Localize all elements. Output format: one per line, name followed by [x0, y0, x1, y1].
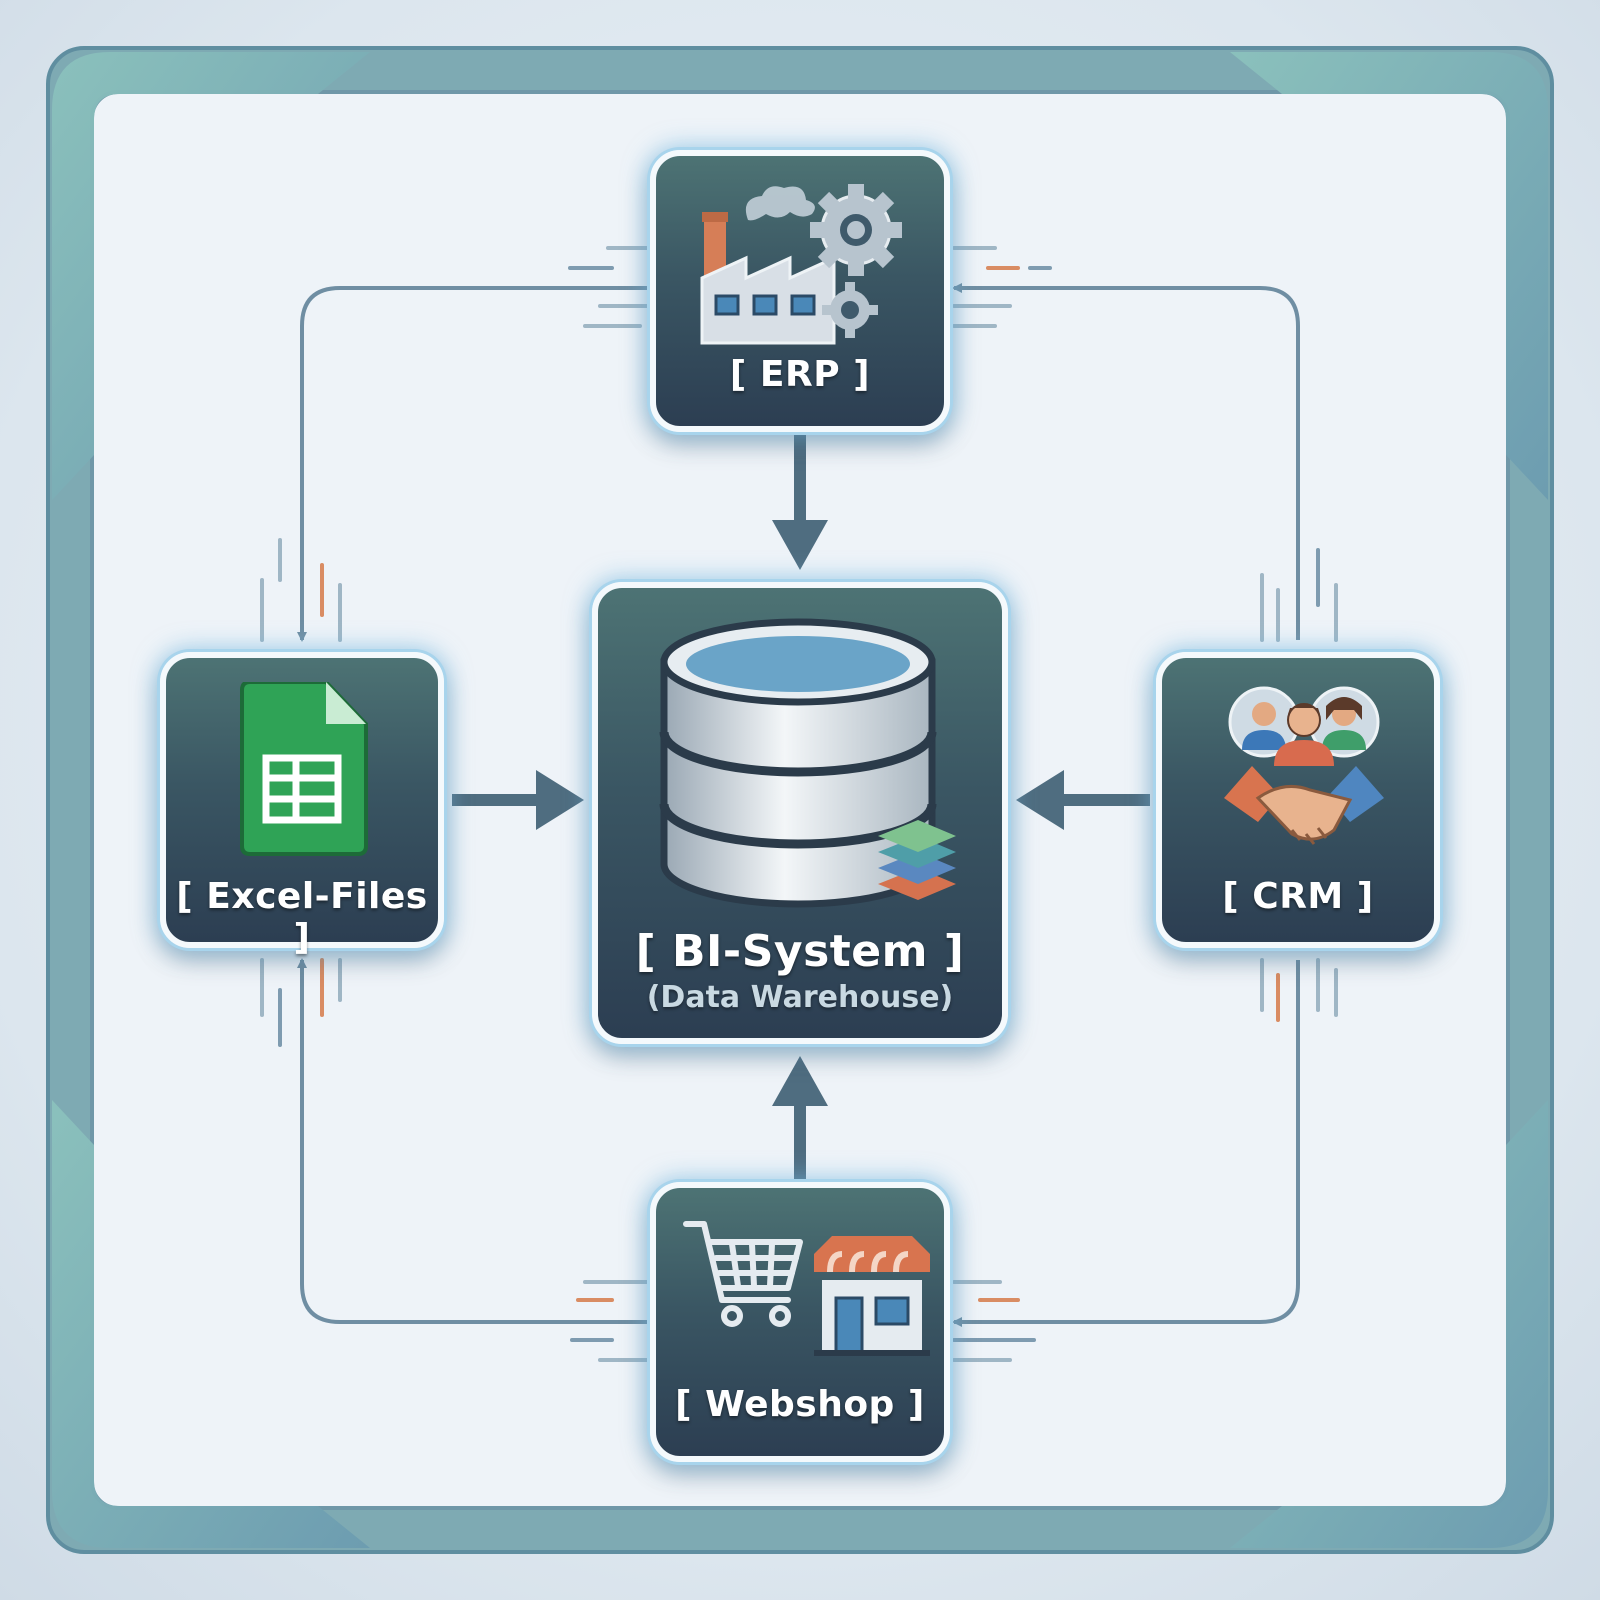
connector-erp-to-excel [297, 286, 648, 642]
shopping-cart-icon [683, 1221, 803, 1327]
arrow-webshop-to-bi [772, 1056, 828, 1184]
node-crm[interactable]: [ CRM ] [1156, 652, 1440, 948]
node-excel-label: [ Excel-Files ] [176, 876, 428, 958]
main-arrows [452, 434, 1150, 1184]
connector-crm-to-erp [952, 283, 1300, 640]
node-erp[interactable]: [ ERP ] [650, 150, 950, 432]
arrow-excel-to-bi [452, 770, 584, 830]
storefront-icon [814, 1236, 930, 1356]
connector-webshop-to-excel [297, 958, 648, 1324]
node-excel-files[interactable]: [ Excel-Files ] [160, 652, 444, 958]
cart-storefront-icon [683, 1221, 930, 1356]
factory-gears-icon [700, 184, 902, 345]
node-erp-label: [ ERP ] [729, 354, 871, 395]
node-bi-sublabel: (Data Warehouse) [646, 980, 954, 1015]
motion-lines [260, 246, 1338, 1362]
arrow-crm-to-bi [1016, 770, 1150, 830]
node-bi-label: [ BI-System ] [635, 926, 965, 977]
arrow-erp-to-bi [772, 434, 828, 570]
handshake-people-icon [1224, 686, 1384, 845]
node-bi-system[interactable]: [ BI-System ] (Data Warehouse) [592, 582, 1008, 1044]
loop-connectors [297, 283, 1300, 1327]
node-webshop[interactable]: [ Webshop ] [650, 1182, 950, 1462]
node-webshop-label: [ Webshop ] [675, 1384, 925, 1425]
spreadsheet-icon [240, 682, 368, 856]
database-icon [659, 618, 956, 908]
connector-crm-to-webshop [952, 960, 1300, 1327]
node-crm-label: [ CRM ] [1222, 876, 1374, 917]
layers-icon [878, 820, 956, 900]
